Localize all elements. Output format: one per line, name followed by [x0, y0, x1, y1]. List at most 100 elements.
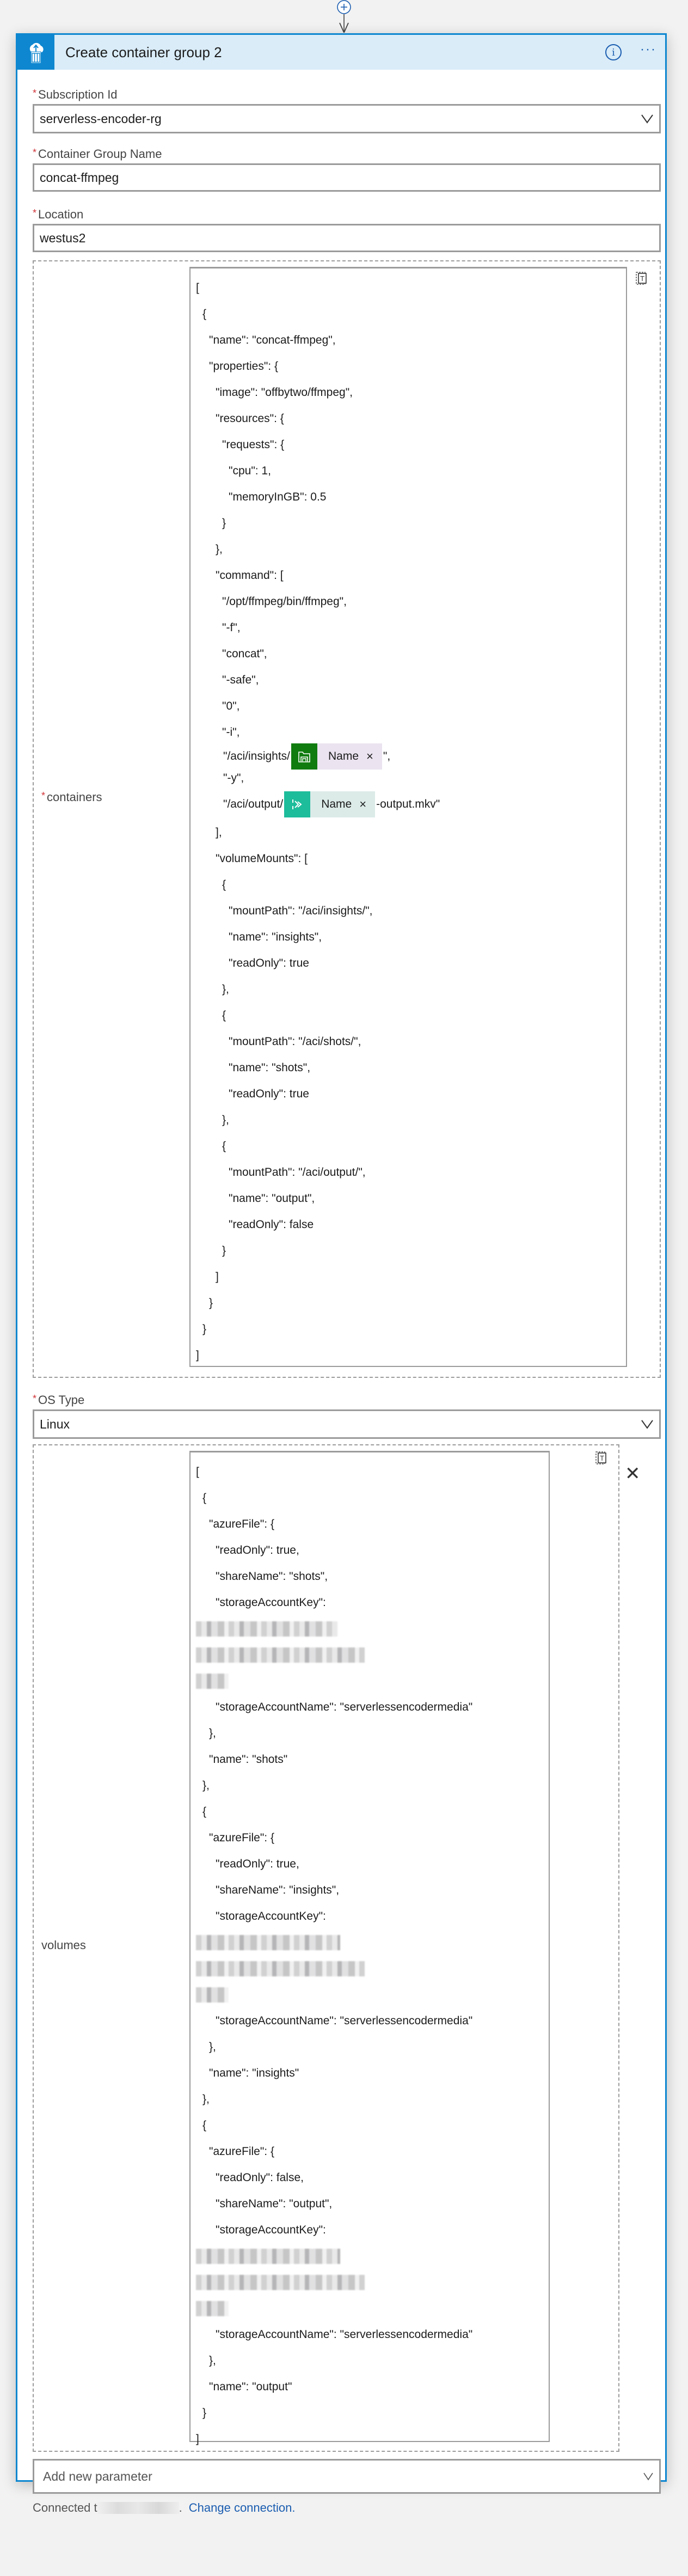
os-type-dropdown[interactable]: Linux — [33, 1409, 661, 1439]
json-line: { — [202, 2119, 207, 2132]
ellipsis-icon[interactable]: ··· — [640, 42, 656, 57]
json-line: } — [202, 1323, 207, 1335]
json-line: } — [222, 517, 226, 529]
json-line: "name": "concat-ffmpeg", — [209, 334, 336, 346]
file-share-icon — [291, 743, 318, 770]
svg-text:T: T — [640, 275, 644, 283]
json-line: "mountPath": "/aci/output/", — [229, 1166, 366, 1179]
json-line: ] — [196, 1349, 199, 1362]
action-title[interactable]: Create container group 2 — [65, 44, 222, 60]
json-line: "requests": { — [222, 438, 285, 451]
remove-parameter-close-icon[interactable]: ✕ — [625, 1463, 641, 1485]
json-line: ] — [196, 2433, 199, 2445]
json-line: "name": "insights" — [209, 2067, 299, 2079]
os-type-value: Linux — [40, 1417, 70, 1431]
json-line: }, — [222, 983, 229, 996]
json-line: { — [222, 878, 226, 891]
json-line: "-safe", — [222, 674, 259, 686]
json-line: "properties": { — [209, 360, 278, 373]
change-connection-link[interactable]: Change connection. — [188, 2501, 296, 2514]
connection-footer: Connected t. Change connection. — [33, 2501, 296, 2514]
json-line: "azureFile": { — [209, 1832, 274, 1844]
json-line: "readOnly": true, — [216, 1858, 299, 1870]
json-line: ] — [216, 1271, 219, 1283]
json-line: "name": "output" — [209, 2380, 292, 2393]
json-line: "mountPath": "/aci/shots/", — [229, 1035, 361, 1048]
json-line: "azureFile": { — [209, 1518, 274, 1530]
group-name-value: concat-ffmpeg — [40, 170, 119, 185]
json-line: }, — [209, 2354, 216, 2367]
json-line: "name": "output", — [229, 1192, 315, 1205]
json-line: }, — [209, 2041, 216, 2053]
connected-to-text: Connected t — [33, 2501, 97, 2514]
json-line: "/opt/ffmpeg/bin/ffmpeg", — [222, 595, 347, 608]
json-line: "name": "shots", — [229, 1061, 311, 1074]
redacted-storage-key — [196, 1930, 549, 1956]
volumes-label: volumes — [41, 1938, 86, 1952]
json-line: "azureFile": { — [209, 2145, 274, 2158]
json-line: "name": "insights", — [229, 931, 322, 943]
json-line-token-output: "/aci/output/ Name × -output.mkv" — [196, 789, 626, 820]
os-type-label: *OS Type — [33, 1393, 85, 1407]
add-new-parameter-dropdown[interactable]: Add new parameter — [33, 2459, 661, 2494]
json-line: ], — [216, 826, 222, 839]
json-line: "storageAccountKey": — [216, 1910, 326, 1922]
location-value: westus2 — [40, 230, 86, 245]
blurred-text — [196, 1935, 340, 1950]
group-name-input[interactable]: concat-ffmpeg — [33, 163, 661, 192]
action-header[interactable]: Create container group 2 i ··· — [17, 35, 665, 70]
json-line: "-y", — [223, 772, 244, 784]
redacted-storage-key — [196, 1982, 549, 2008]
blurred-text — [196, 1674, 229, 1689]
volumes-field-group: volumes [{"azureFile": {"readOnly": true… — [33, 1444, 619, 2452]
blurred-text — [196, 1961, 365, 1976]
json-line: "concat", — [222, 648, 267, 660]
redacted-storage-key — [196, 2243, 549, 2269]
switch-to-text-mode-icon[interactable]: T — [595, 1449, 607, 1465]
json-line: "command": [ — [216, 569, 284, 582]
json-line: "storageAccountKey": — [216, 2224, 326, 2236]
chevron-down-icon — [641, 114, 653, 124]
json-line: { — [222, 1140, 226, 1152]
json-line: [ — [196, 282, 199, 294]
volumes-json-editor[interactable]: [{"azureFile": {"readOnly": true,"shareN… — [189, 1451, 550, 2445]
json-line: { — [202, 1805, 207, 1818]
json-line: "readOnly": true — [229, 957, 309, 969]
json-line: "volumeMounts": [ — [216, 852, 308, 865]
dynamic-content-token[interactable]: Name × — [291, 743, 382, 770]
chevron-down-icon — [641, 1420, 653, 1429]
containers-field-group: *containers [ { "name": "concat-ffmpeg", "p… — [33, 260, 661, 1378]
json-line: { — [202, 308, 207, 320]
chevron-down-icon — [643, 2473, 653, 2481]
json-line: "mountPath": "/aci/insights/", — [229, 905, 373, 917]
redacted-storage-key — [196, 1668, 549, 1694]
remove-token-icon[interactable]: × — [359, 797, 367, 811]
blurred-text — [196, 2275, 365, 2290]
remove-token-icon[interactable]: × — [366, 749, 373, 763]
location-input[interactable]: westus2 — [33, 224, 661, 252]
info-icon[interactable]: i — [605, 44, 622, 60]
dynamic-content-token[interactable]: Name × — [284, 791, 376, 817]
json-line: "0", — [222, 700, 240, 712]
json-line: { — [202, 1492, 207, 1504]
json-line: "storageAccountName": "serverlessencoder… — [216, 1701, 473, 1713]
json-line-token-insights: "/aci/insights/ Name × ", — [196, 743, 626, 770]
json-line: }, — [209, 1727, 216, 1739]
json-line: "readOnly": false, — [216, 2171, 304, 2184]
redacted-connection-name — [97, 2502, 179, 2514]
subscription-dropdown[interactable]: serverless-encoder-rg — [33, 104, 661, 133]
json-line: "memoryInGB": 0.5 — [229, 491, 327, 503]
json-line: "readOnly": false — [229, 1218, 314, 1231]
json-line: }, — [216, 543, 223, 556]
json-line: "name": "shots" — [209, 1753, 288, 1766]
json-line: "image": "offbytwo/ffmpeg", — [216, 386, 353, 399]
containers-json-editor[interactable]: [ { "name": "concat-ffmpeg", "properties": … — [189, 267, 627, 1367]
containers-label: *containers — [41, 790, 102, 804]
json-line: "shareName": "shots", — [216, 1570, 328, 1583]
blurred-text — [196, 1621, 337, 1637]
video-indexer-icon — [284, 791, 311, 817]
insert-step-connector[interactable] — [334, 0, 354, 33]
switch-to-text-mode-icon[interactable]: T — [636, 269, 648, 285]
blurred-text — [196, 1987, 229, 2003]
json-line: "readOnly": true, — [216, 1544, 299, 1556]
